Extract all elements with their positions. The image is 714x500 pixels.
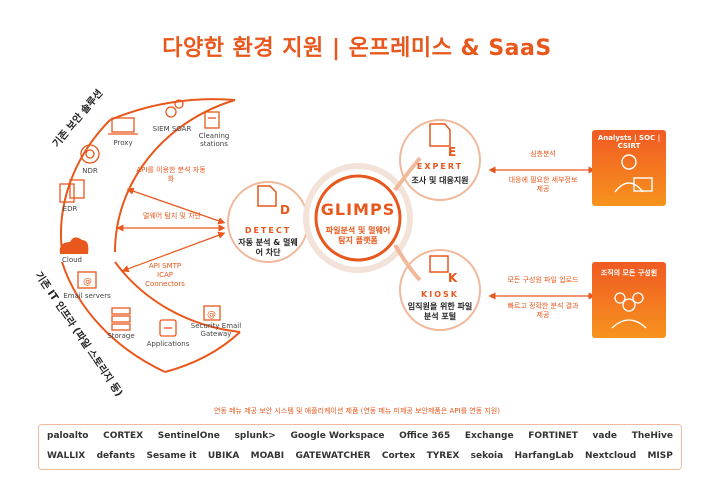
partner-logo: splunk> [234,431,276,441]
partner-logo: MOABI [250,451,285,461]
cleaning-icon [204,111,220,129]
svg-text:K: K [448,271,458,285]
partner-logo: defants [96,451,136,461]
edr-icon [59,179,85,203]
partner-logo: UBIKA [207,451,240,461]
svg-text:@: @ [83,277,92,287]
partner-logo: FORTINET [528,431,578,441]
expert-circle [399,119,481,201]
arc-bottom-inner [114,261,241,333]
detect-icon: D [257,185,290,217]
partner-logo: TheHive [631,431,673,441]
kiosk-arrow-bottom: 빠르고 정확한 분석 결과 제공 [507,302,579,319]
kiosk-desc: 임직원을 위한 파일 분석 포털 [407,302,473,321]
partner-logo: Google Workspace [290,431,385,441]
expert-desc: 조사 및 대응지원 [411,176,469,185]
partner-logo: HarfangLab [514,451,574,461]
expert-icon: E [429,123,456,159]
proxy-icon [108,117,138,135]
arc-bottom [61,261,166,373]
partner-logo: TYREX [426,451,460,461]
siem-label: SIEM SOAR [152,125,192,133]
glimps-link-top [393,156,422,192]
page-title: 다양한 환경 지원 | 온프레미스 & SaaS [162,36,552,61]
members-people-icon [611,292,647,329]
applications-label: Applications [146,340,190,348]
expert-arrow-top: 심층분석 [530,150,556,158]
cloud-label: Cloud [62,256,82,264]
arrow-connectors [121,231,226,273]
edr-label: EDR [62,205,78,213]
integrations-caption: 연동 메뉴 제공 보안 시스템 및 애플리케이션 제품 (연동 메뉴 미제공 보… [214,407,500,415]
partner-logo: Nextcloud [584,451,637,461]
detect-title: DETECT [244,226,292,235]
analysts-box [592,130,666,206]
partner-logo: MISP [647,451,673,461]
arrow-connectors-label: API SMTP ICAP Connectors [145,262,185,288]
analyst-person-icon [614,154,653,193]
cleaning-label: Cleaning stations [198,132,230,148]
ndr-icon [80,144,100,164]
arc-bottom-edge [164,331,241,373]
expert-title: EXPERT [416,162,464,171]
members-box [592,262,666,338]
expert-arrow-bottom: 대응에 필요한 세부정보 제공 [508,176,578,193]
partner-logo: sekoia [470,451,504,461]
email-servers-label: Email servers [63,292,111,300]
logo-row-2: WALLIX defants Sesame it UBIKA MOABI GATEWATC… [47,451,673,461]
arc-top-outer [59,119,111,253]
svg-text:E: E [448,145,456,159]
cloud-icon [59,237,89,254]
kiosk-icon: K [429,255,458,285]
partner-logo: WALLIX [47,451,86,461]
partner-logo: GATEWATCHER [295,451,371,461]
partner-logo: Sesame it [146,451,197,461]
arrow-api-label: API를 이용한 분석 자동화 [136,166,206,183]
kiosk-arrow-top: 모든 구성원 파일 업로드 [507,276,579,284]
storage-label: Storage [107,332,135,340]
kiosk-title: KIOSK [421,290,459,299]
members-box-title: 조직의 모든 구성원 [600,269,658,277]
partner-logo: vade [592,431,618,441]
proxy-label: Proxy [113,139,133,147]
arc-top-edge [109,98,236,121]
glimps-outer [303,163,413,273]
applications-icon [159,319,177,337]
partner-logo: paloalto [47,431,89,441]
detect-desc: 자동 분석 & 멀웨어 차단 [238,238,298,257]
partner-logo: SentinelOne [157,431,220,441]
partner-logo: Exchange [464,431,514,441]
integrations-logo-strip: paloalto CORTEX SentinelOne splunk> Google W… [38,424,682,470]
storage-icon [111,307,131,331]
logo-row-1: paloalto CORTEX SentinelOne splunk> Google W… [47,431,673,441]
glimps-logo: GLIMPS [320,200,396,219]
svg-text:D: D [280,203,290,217]
arrow-malware-label: 멀웨어 탐지 및 차단 [142,212,202,220]
partner-logo: CORTEX [103,431,144,441]
security-email-icon: @ [203,305,221,321]
partner-logo: Office 365 [399,431,451,441]
svg-text:@: @ [207,310,216,320]
ndr-label: NDR [82,167,98,175]
glimps-circle [314,174,402,262]
siem-icon [165,99,184,118]
analysts-box-title: Analysts | SOC | CSIRT [597,134,661,150]
arrow-api [126,187,226,225]
glimps-desc: 파일분석 및 멀웨어 탐지 플랫폼 [325,226,391,245]
email-server-icon: @ [77,271,97,289]
partner-logo: Cortex [381,451,416,461]
glimps-link-bottom [393,243,422,282]
kiosk-circle [399,249,481,331]
security-email-label: Security Email Gateway [190,322,242,338]
